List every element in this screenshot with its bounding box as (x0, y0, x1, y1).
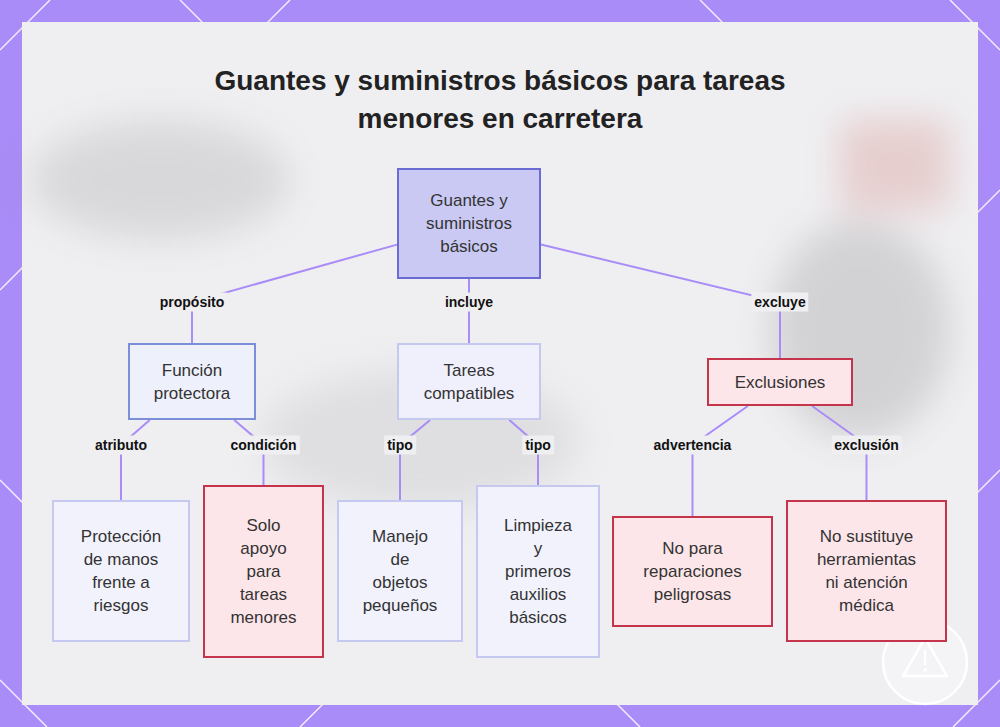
node-text: Tareas compatibles (409, 359, 529, 405)
panel (22, 22, 978, 705)
connector-line (541, 245, 780, 358)
edge-label: excluye (751, 293, 808, 312)
concept-box: Solo apoyo para tareas menores (203, 485, 324, 658)
concept-box: Exclusiones (707, 358, 853, 406)
concept-box: Guantes y suministros básicos (397, 168, 541, 279)
diagram-title: Guantes y suministros básicos para tarea… (210, 62, 790, 138)
concept-box: Tareas compatibles (397, 343, 541, 420)
edge-label: tipo (384, 436, 416, 455)
edge-label: exclusión (831, 436, 902, 455)
edge-label: incluye (442, 293, 496, 312)
edge-label: propósito (157, 293, 228, 312)
concept-box: No sustituye herramientas ni atención mé… (786, 500, 947, 642)
connector-line (121, 420, 150, 500)
node-text: No para reparaciones peligrosas (623, 537, 763, 606)
concept-box: Función protectora (128, 343, 256, 420)
node-text: Función protectora (137, 359, 247, 405)
edge-label: atributo (92, 436, 150, 455)
node-text: Protección de manos frente a riesgos (71, 525, 171, 617)
node-text: Solo apoyo para tareas menores (224, 514, 304, 629)
node-text: Limpieza y primeros auxilios básicos (501, 514, 576, 629)
concept-box: Protección de manos frente a riesgos (52, 500, 190, 642)
node-text: Manejo de objetos pequeños (363, 525, 438, 617)
concept-box: No para reparaciones peligrosas (612, 516, 773, 627)
connector-line (400, 420, 430, 500)
edge-label: condición (227, 436, 299, 455)
node-text: No sustituye herramientas ni atención mé… (812, 525, 922, 617)
connector-line (693, 406, 748, 516)
node-text: Exclusiones (715, 371, 845, 394)
concept-box: Manejo de objetos pequeños (337, 500, 463, 642)
node-text: Guantes y suministros básicos (413, 189, 525, 258)
concept-box: Limpieza y primeros auxilios básicos (476, 485, 600, 658)
edge-label: tipo (522, 436, 554, 455)
blurred-photo (30, 120, 950, 510)
edge-label: advertencia (651, 436, 735, 455)
